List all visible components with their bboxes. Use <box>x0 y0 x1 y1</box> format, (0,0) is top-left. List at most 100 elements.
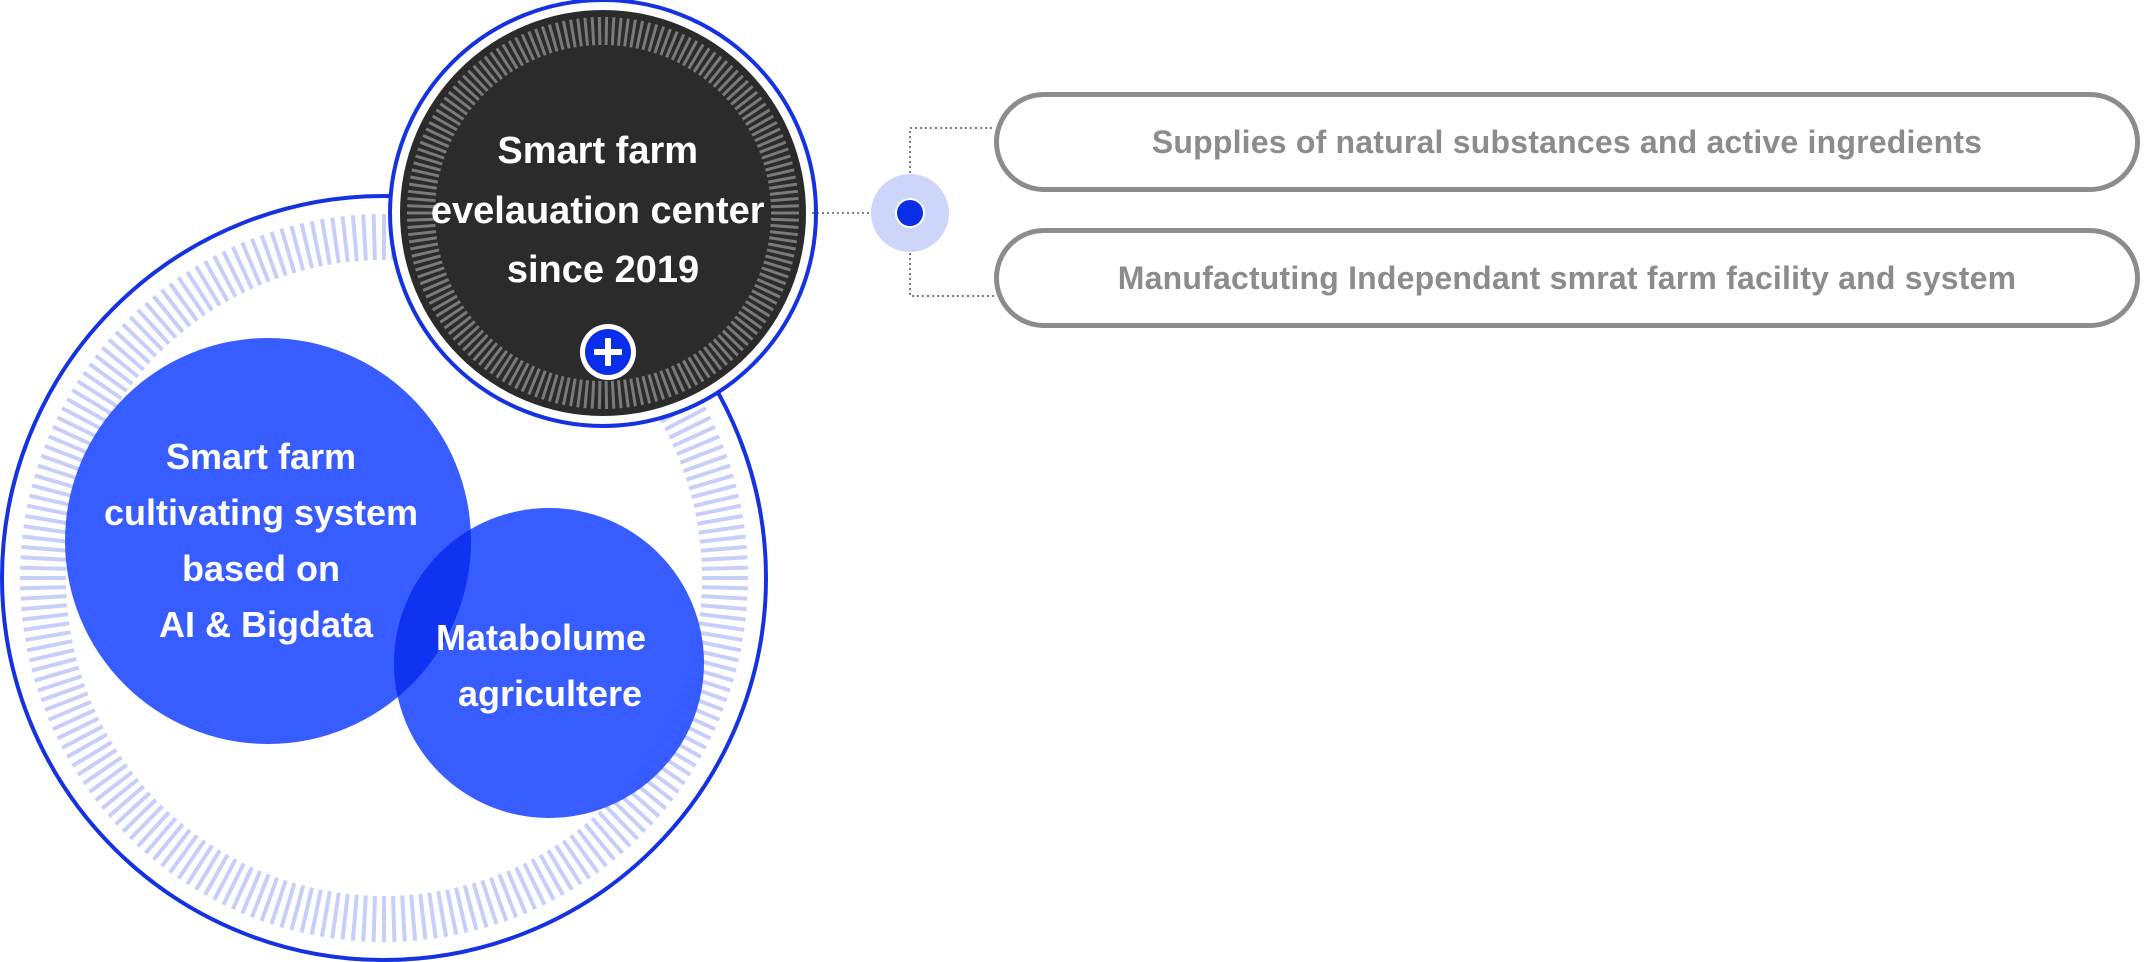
center-ring-tick <box>765 161 793 172</box>
outer-ring-tick <box>269 879 288 925</box>
outer-ring-tick <box>664 406 707 432</box>
outer-ring-tick <box>176 839 207 880</box>
outer-ring-tick <box>88 763 128 794</box>
outer-ring-tick <box>185 270 214 312</box>
outer-ring-tick <box>107 338 145 372</box>
outer-ring-tick <box>391 895 397 942</box>
center-ring-tick <box>759 272 787 286</box>
outer-ring-tick <box>685 463 731 482</box>
center-ring-tick <box>768 182 798 190</box>
center-ring-tick <box>659 370 672 398</box>
outer-ring-tick <box>597 810 632 848</box>
outer-ring-tick <box>121 322 158 358</box>
outer-ring-tick <box>194 265 222 307</box>
outer-ring-tick <box>20 585 67 591</box>
outer-ring-tick <box>427 892 438 939</box>
center-ring-tick <box>721 74 744 97</box>
cultivating-system-circle-group <box>65 338 471 744</box>
center-ring-tick <box>653 372 665 400</box>
item-farm-facility: Manufactuting Independant smrat farm fac… <box>994 228 2140 328</box>
cultivating-system-line-1: Smart farm <box>166 436 356 477</box>
outer-ring-tick <box>29 493 75 508</box>
center-ring-tick <box>583 17 589 46</box>
outer-ring-tick <box>668 415 712 440</box>
outer-ring-tick <box>176 276 207 317</box>
center-ring-tick <box>712 338 734 362</box>
center-ring-tick <box>411 248 440 258</box>
center-ring-tick <box>712 64 734 88</box>
center-ring-tick <box>665 31 679 59</box>
center-ring-tick <box>413 161 441 172</box>
center-ring-tick <box>478 342 499 366</box>
connector-node-dot <box>895 198 925 228</box>
outer-ring-tick <box>350 215 359 262</box>
center-ring-tick <box>472 64 494 88</box>
center-ring-tick <box>676 36 692 64</box>
center-ring-tick <box>417 147 445 160</box>
outer-ring-tick <box>319 218 332 266</box>
outer-ring-tick <box>371 895 377 942</box>
center-ring-tick <box>489 349 509 375</box>
outer-ring-tick <box>22 534 69 544</box>
center-ring-tick <box>407 197 436 203</box>
center-ring-tick <box>717 69 739 92</box>
center-ring-tick <box>741 102 767 121</box>
center-ring-tick <box>629 378 637 407</box>
outer-ring-tick <box>24 513 72 526</box>
center-ring-tick <box>443 310 468 330</box>
outer-ring-tick <box>230 246 254 290</box>
outer-ring-tick <box>31 483 77 500</box>
center-ring-tick <box>745 108 771 126</box>
center-ring-tick <box>457 325 480 347</box>
center-ring-tick <box>541 26 553 54</box>
center-ring-tick <box>425 283 452 299</box>
outer-ring-tick <box>259 234 280 280</box>
center-ring-tick <box>410 242 439 251</box>
outer-ring-tick <box>418 893 428 940</box>
metabolume-circle-group <box>394 508 704 818</box>
center-ring-tick <box>726 79 749 101</box>
center-ring-tick <box>576 18 583 47</box>
center-ring-tick <box>495 353 514 379</box>
outer-ring-tick <box>40 453 86 474</box>
outer-ring-tick <box>136 308 171 346</box>
center-ring-tick <box>435 108 461 126</box>
center-ring-tick <box>483 55 503 80</box>
outer-ring-tick <box>676 434 721 457</box>
outer-ring-tick <box>24 630 72 643</box>
center-ring-tick <box>754 127 781 143</box>
center-ring-tick <box>647 24 659 52</box>
plus-icon[interactable] <box>580 324 636 380</box>
center-ring-tick <box>431 114 458 132</box>
outer-ring-tick <box>88 362 128 393</box>
outer-ring-tick <box>471 882 489 928</box>
center-ring-tick <box>561 377 571 406</box>
center-ring-tick <box>435 300 461 318</box>
outer-ring-tick <box>700 544 747 553</box>
outer-ring-tick <box>576 828 608 868</box>
center-ring-tick <box>738 96 763 116</box>
outer-ring-tick <box>682 453 728 474</box>
outer-ring-tick <box>26 639 73 653</box>
center-ring-tick <box>527 31 541 59</box>
cultivating-system-line-4: AI & Bigdata <box>159 604 374 645</box>
outer-ring-tick <box>121 798 158 834</box>
svg-text:Matabolume agricultere: Matabolume agricultere <box>436 617 656 714</box>
center-ring-tick <box>583 380 589 409</box>
outer-ring-tick <box>26 503 73 517</box>
outer-ring-tick <box>610 798 647 834</box>
center-ring-tick <box>653 26 665 54</box>
metabolume-circle <box>394 508 704 818</box>
center-ring-tick <box>590 380 596 409</box>
center-ring-tick <box>541 372 553 400</box>
center-ring-tick <box>745 300 771 318</box>
outer-ring-tick <box>136 810 171 848</box>
outer-ring-tick <box>554 844 583 886</box>
outer-ring-tick <box>152 294 185 334</box>
evaluation-center-circle-group: Smart farm evelauation center since 2019 <box>388 0 818 428</box>
outer-ring-tick <box>371 214 377 261</box>
outer-ring-tick <box>168 282 199 322</box>
center-ring-tick <box>623 379 630 408</box>
outer-ring-tick <box>522 862 547 906</box>
outer-ring-tick <box>23 524 70 535</box>
